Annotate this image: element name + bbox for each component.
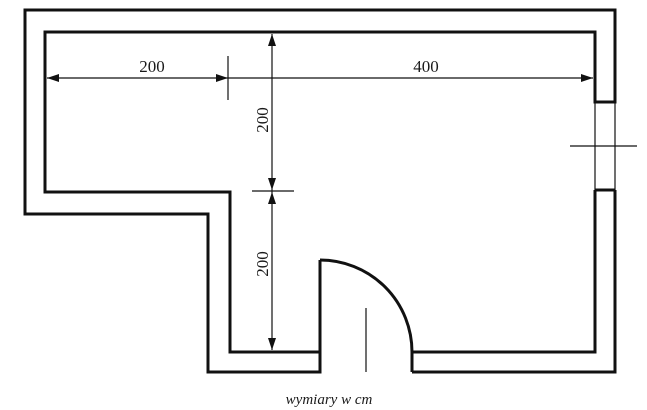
wall-inner-contour: [43, 30, 597, 354]
label-width-right: 400: [413, 57, 439, 76]
wall-outer-contour: [23, 8, 617, 374]
label-height-lower: 200: [253, 251, 272, 277]
label-height-upper: 200: [253, 107, 272, 133]
dimension-arrow-mid-down: [268, 192, 276, 204]
units-caption: wymiary w cm: [286, 392, 373, 408]
dimension-arrow-left: [47, 74, 59, 82]
dimension-arrow-mid-up: [268, 178, 276, 190]
dimension-arrow-mid-left: [216, 74, 228, 82]
label-width-left: 200: [139, 57, 165, 76]
dimension-arrow-right: [581, 74, 593, 82]
dimension-arrow-bottom: [268, 338, 276, 350]
door-swing-arc: [319, 258, 414, 353]
dimension-arrow-top: [268, 34, 276, 46]
